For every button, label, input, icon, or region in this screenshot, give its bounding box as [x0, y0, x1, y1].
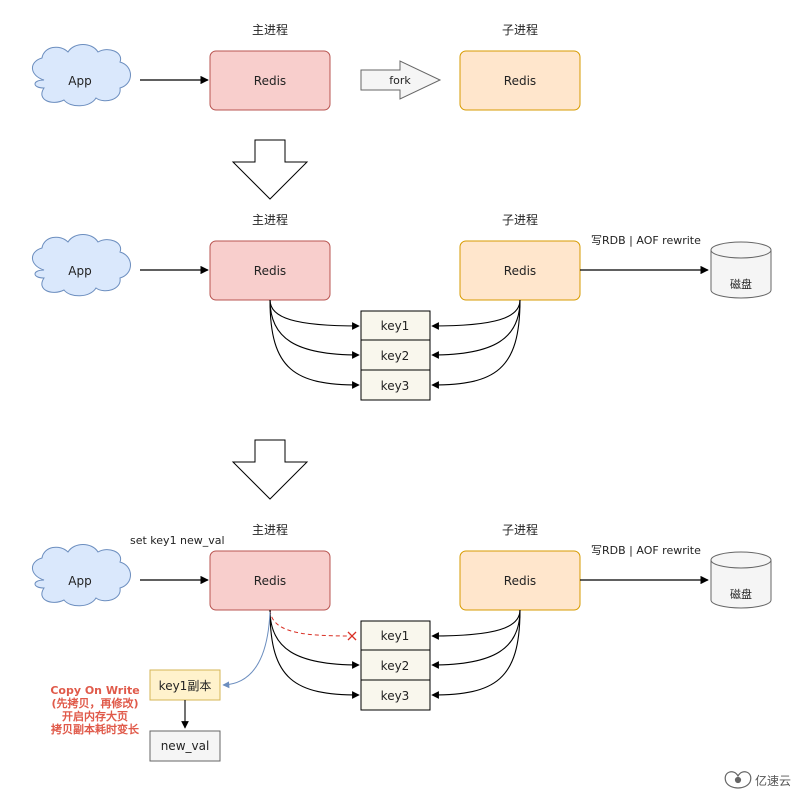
child-process-label: 子进程 [502, 212, 538, 227]
main-to-keys-arrows [269, 299, 360, 389]
redis-main-box: Redis [209, 240, 331, 301]
redis-child-box: Redis [459, 240, 581, 301]
key-cell [360, 310, 431, 341]
cow-line-4: 拷贝副本耗时变长 [51, 723, 139, 736]
key1-label: key1 [381, 319, 410, 333]
watermark-text: 亿速云 [755, 774, 792, 788]
key3-label: key3 [381, 689, 410, 703]
write-rdb-aof-label: 写RDB | AOF rewrite [591, 544, 701, 557]
cow-title: Copy On Write [50, 684, 140, 697]
redis-label: Redis [254, 574, 286, 588]
redis-label: Redis [504, 574, 536, 588]
app-label: App [68, 574, 91, 588]
new-val-label: new_val [161, 739, 210, 753]
disk-cylinder: 磁盘 [710, 551, 772, 609]
shared-keys-table: key1 key2 key3 [360, 620, 431, 711]
key-cell [360, 369, 431, 401]
main-process-label: 主进程 [252, 212, 288, 227]
key1-label: key1 [381, 629, 410, 643]
app-cloud: App [32, 44, 131, 107]
main-to-keys-arrows [269, 609, 360, 699]
down-arrow-1 [231, 139, 309, 200]
redis-label: Redis [254, 74, 286, 88]
key3-label: key3 [381, 379, 410, 393]
key-cell [360, 620, 431, 651]
main-process-label: 主进程 [252, 22, 288, 37]
cow-line-2: (先拷贝，再修改) [51, 697, 139, 710]
shared-keys-table: key1 key2 key3 [360, 310, 431, 401]
disk-label: 磁盘 [730, 587, 752, 601]
key2-label: key2 [381, 349, 410, 363]
key-cell [360, 679, 431, 711]
app-label: App [68, 74, 91, 88]
key-copy-box: key1副本 [149, 669, 221, 701]
cow-line-3: 开启内存大页 [62, 710, 128, 723]
copy-on-write-note: Copy On Write (先拷贝，再修改) 开启内存大页 拷贝副本耗时变长 [40, 684, 150, 736]
fork-arrow: fork [360, 60, 442, 100]
copy-arrow [222, 611, 271, 689]
watermark-logo-icon [724, 771, 752, 789]
new-val-box: new_val [149, 730, 221, 762]
disk-cylinder: 磁盘 [710, 241, 772, 299]
redis-label: Redis [504, 264, 536, 278]
child-to-keys-arrows [431, 609, 521, 699]
child-to-keys-arrows [431, 299, 521, 389]
redis-child-box: Redis [459, 550, 581, 611]
child-process-label: 子进程 [502, 22, 538, 37]
redis-child-box: Redis [459, 50, 581, 111]
write-rdb-aof-label: 写RDB | AOF rewrite [591, 234, 701, 247]
key-cell [360, 339, 431, 371]
fork-label: fork [389, 74, 411, 87]
disk-label: 磁盘 [730, 277, 752, 291]
key2-label: key2 [381, 659, 410, 673]
down-arrow-2 [231, 439, 309, 500]
cross-mark-icon [347, 631, 357, 641]
child-process-label: 子进程 [502, 522, 538, 537]
redis-main-box: Redis [209, 550, 331, 611]
redis-main-box: Redis [209, 50, 331, 111]
main-process-label: 主进程 [252, 522, 288, 537]
redis-label: Redis [254, 264, 286, 278]
set-command-label: set key1 new_val [130, 534, 225, 547]
app-cloud: App [32, 234, 131, 297]
broken-link-dashed [269, 609, 351, 637]
redis-label: Redis [504, 74, 536, 88]
key-copy-label: key1副本 [159, 679, 212, 693]
app-cloud: App [32, 544, 131, 607]
app-label: App [68, 264, 91, 278]
